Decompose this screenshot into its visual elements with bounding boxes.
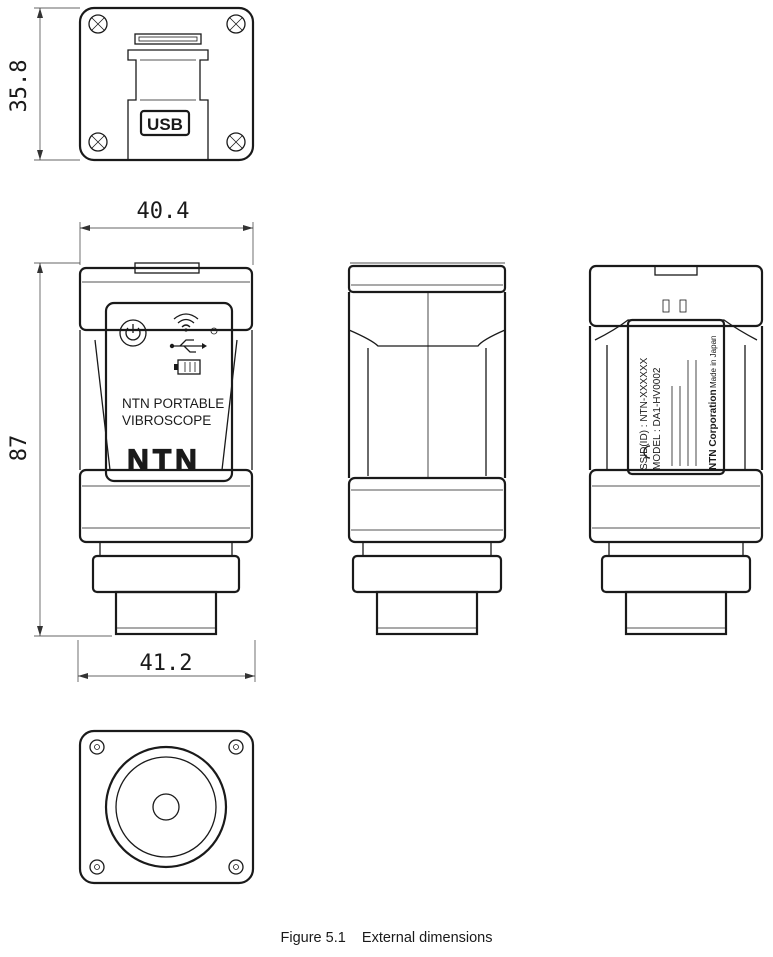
usb-label: USB <box>139 109 191 137</box>
led-indicator <box>210 327 218 335</box>
dim-total-height: 87 <box>7 435 32 462</box>
front-view: NTN PORTABLE VIBROSCOPE NTN <box>78 262 254 636</box>
dimension-width-lower: 41.2 <box>77 640 256 682</box>
figure-title: External dimensions <box>361 930 493 946</box>
label-ssid: SSID(ID) : NTN-XXXXXX <box>639 357 650 470</box>
figure-number: Figure 5.1 <box>280 930 346 946</box>
screw-icon <box>89 859 105 875</box>
label-model: MODEL : DA1-HV0002 <box>652 367 663 470</box>
screw-icon <box>88 14 108 34</box>
label-made-in: Made in Japan <box>709 336 718 388</box>
top-view: USB <box>78 6 255 162</box>
figure-caption: Figure 5.1 External dimensions <box>0 930 773 946</box>
product-name-line2: VIBROSCOPE <box>122 413 211 428</box>
dimension-total-height: 87 <box>7 262 112 637</box>
usb-text: USB <box>147 115 183 134</box>
wifi-icon <box>173 313 199 332</box>
screw-icon <box>226 132 246 152</box>
power-button-icon <box>119 319 147 347</box>
battery-icon <box>174 359 201 375</box>
dim-width-upper: 40.4 <box>137 199 190 224</box>
ntn-logo: NTN <box>127 443 201 477</box>
screw-icon <box>226 14 246 34</box>
dim-width-lower: 41.2 <box>140 651 193 676</box>
ce-mark-icon <box>643 445 651 459</box>
usb-icon <box>169 339 207 353</box>
screw-icon <box>228 739 244 755</box>
screw-icon <box>89 739 105 755</box>
dimension-width-upper: 40.4 <box>79 199 254 265</box>
dimension-top-height: 35.8 <box>7 7 80 161</box>
screw-icon <box>228 859 244 875</box>
rating-label: SSID(ID) : NTN-XXXXXX MODEL : DA1-HV0002… <box>639 336 719 470</box>
product-name-line1: NTN PORTABLE <box>122 396 224 411</box>
side-view <box>347 262 507 636</box>
dim-top-height: 35.8 <box>7 60 32 113</box>
screw-icon <box>88 132 108 152</box>
label-corporation: NTN Corporation <box>708 389 719 470</box>
bottom-view <box>78 729 255 885</box>
svg-text:NTN: NTN <box>127 444 201 477</box>
back-view: SSID(ID) : NTN-XXXXXX MODEL : DA1-HV0002… <box>588 264 764 636</box>
